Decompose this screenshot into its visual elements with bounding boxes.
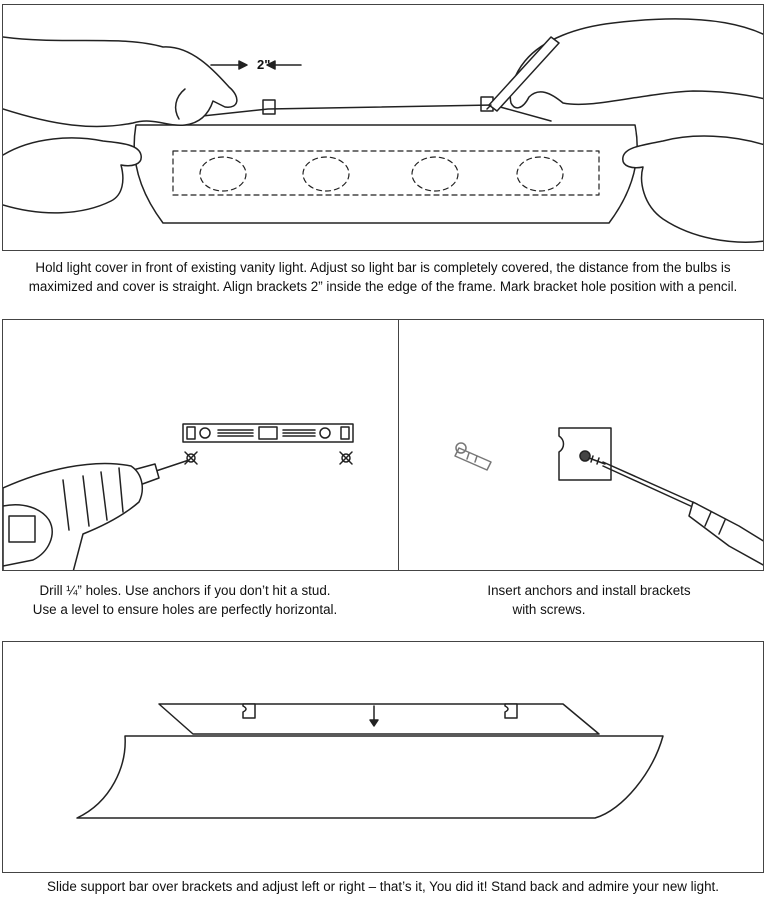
light-cover bbox=[133, 124, 638, 224]
step1-caption-line1: Hold light cover in front of existing va… bbox=[35, 260, 731, 275]
support-bar bbox=[192, 104, 552, 122]
hole-marks bbox=[184, 451, 353, 465]
step4-caption: Slide support bar over brackets and adju… bbox=[47, 879, 719, 894]
step1-illustration: 2" bbox=[3, 18, 763, 243]
support-bar bbox=[158, 703, 600, 735]
light-bar-outline bbox=[172, 150, 600, 196]
right-side-hand bbox=[622, 135, 763, 243]
step2-illustration-panel bbox=[2, 319, 400, 571]
bracket-right bbox=[504, 703, 518, 719]
step1-illustration-panel: 2" bbox=[2, 4, 764, 251]
screw bbox=[579, 450, 606, 465]
measurement-arrows bbox=[210, 60, 302, 70]
bracket-left bbox=[262, 99, 276, 115]
step2-illustration bbox=[3, 423, 354, 570]
left-top-hand bbox=[3, 36, 238, 128]
screwdriver bbox=[602, 461, 763, 566]
light-cover bbox=[76, 735, 664, 819]
step1-caption-line2: maximized and cover is straight. Align b… bbox=[28, 279, 738, 294]
right-top-hand bbox=[509, 18, 763, 109]
measure-label: 2" bbox=[257, 57, 270, 72]
left-side-hand bbox=[3, 137, 142, 214]
step2-caption-line1: Drill ¼” holes. Use anchors if you don’t… bbox=[39, 583, 331, 598]
bracket-left bbox=[242, 703, 256, 719]
step4-illustration bbox=[76, 703, 664, 819]
power-drill bbox=[3, 459, 190, 570]
wall-anchor bbox=[454, 442, 492, 471]
step3-caption-line1: Insert anchors and install brackets bbox=[487, 583, 691, 598]
spirit-level bbox=[182, 423, 354, 443]
step3-caption-line2: with screws. bbox=[512, 602, 586, 617]
step3-illustration-panel bbox=[398, 319, 764, 571]
pencil bbox=[488, 36, 560, 112]
step3-illustration bbox=[454, 427, 763, 566]
step2-caption-line2: Use a level to ensure holes are perfectl… bbox=[32, 602, 338, 617]
step4-illustration-panel bbox=[2, 641, 764, 873]
